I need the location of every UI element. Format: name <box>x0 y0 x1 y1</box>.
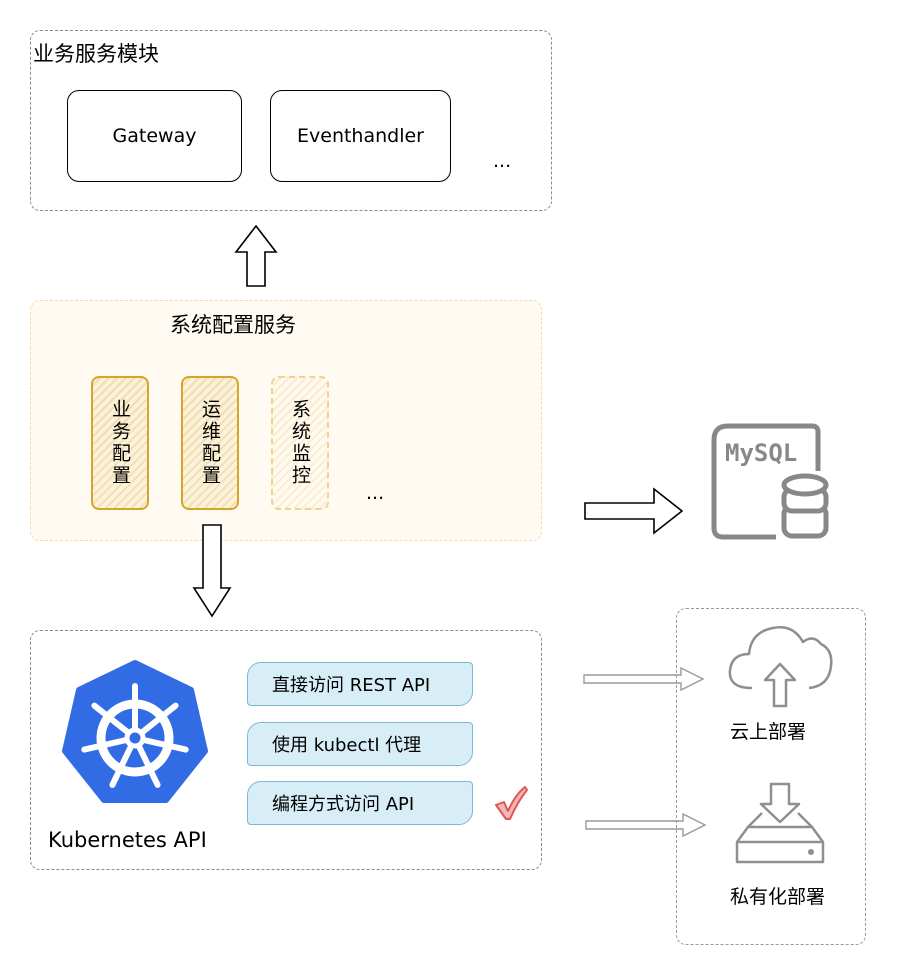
ops-config-item[interactable]: 运维配置 <box>181 376 239 510</box>
arrow-right-icon <box>584 487 684 535</box>
arrow-to-private-icon <box>585 812 707 838</box>
business-module-more: ... <box>493 150 512 172</box>
arrow-down-icon <box>192 524 232 618</box>
cloud-upload-icon <box>728 626 833 708</box>
config-service-more: ... <box>366 482 385 504</box>
server-download-icon <box>735 782 825 864</box>
mysql-label: MySQL <box>725 439 798 467</box>
gateway-service-box[interactable]: Gateway <box>67 90 242 182</box>
programmatic-access-option[interactable]: 编程方式访问 API <box>247 781 473 825</box>
deployment-group <box>676 608 866 945</box>
mysql-database-icon: MySQL <box>708 423 833 543</box>
cloud-deployment-label: 云上部署 <box>730 721 807 743</box>
private-deployment-label: 私有化部署 <box>730 886 826 908</box>
business-module-group <box>30 30 552 211</box>
arrow-to-cloud-icon <box>583 666 705 692</box>
kubernetes-logo-icon <box>62 660 208 803</box>
business-config-item[interactable]: 业务配置 <box>91 376 149 510</box>
kubectl-proxy-access-option[interactable]: 使用 kubectl 代理 <box>247 722 473 766</box>
rest-api-access-option[interactable]: 直接访问 REST API <box>247 662 473 706</box>
kubernetes-api-group <box>30 630 542 870</box>
eventhandler-service-box[interactable]: Eventhandler <box>270 90 451 182</box>
kubernetes-api-label: Kubernetes API <box>48 828 207 852</box>
config-service-title: 系统配置服务 <box>170 313 296 337</box>
arrow-up-icon <box>234 224 278 287</box>
system-monitor-item[interactable]: 系统监控 <box>271 376 329 510</box>
checkmark-icon <box>495 786 528 820</box>
business-module-title: 业务服务模块 <box>33 42 159 66</box>
